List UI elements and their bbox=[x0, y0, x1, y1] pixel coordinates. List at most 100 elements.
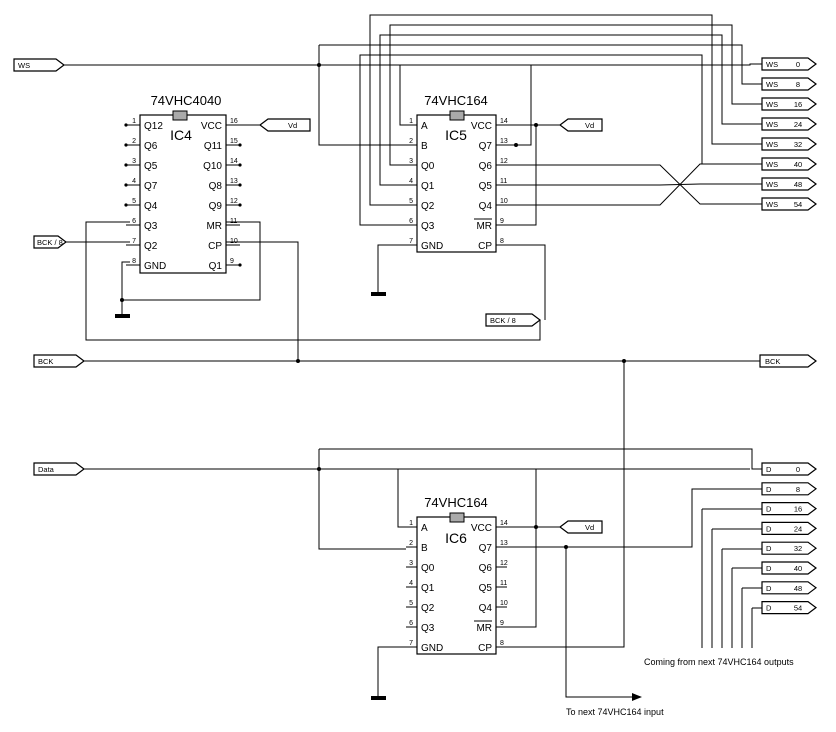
pin-label: Q11 bbox=[204, 141, 223, 152]
tag-value: 32 bbox=[794, 544, 802, 553]
ic4-pin-15: 15 Q11 bbox=[204, 138, 242, 152]
pin-label: Q2 bbox=[421, 201, 435, 212]
tag-value: 54 bbox=[794, 604, 802, 613]
ws-input-label: WS bbox=[18, 61, 30, 70]
tag-value: 48 bbox=[794, 584, 802, 593]
pin-number: 3 bbox=[132, 158, 136, 165]
ic6-pin-7: 7 GND bbox=[406, 640, 443, 654]
pin-label: GND bbox=[144, 261, 166, 272]
pin-number: 16 bbox=[230, 118, 238, 125]
ic5-pin-5: 5 Q2 bbox=[406, 198, 435, 212]
ic5-name: IC5 bbox=[445, 127, 467, 143]
pin-number: 3 bbox=[409, 560, 413, 567]
pin-number: 9 bbox=[230, 258, 234, 265]
pin-label: Q8 bbox=[209, 181, 223, 192]
tag-value: 0 bbox=[796, 465, 800, 474]
pin-label: VCC bbox=[201, 121, 222, 132]
wires bbox=[64, 14, 762, 698]
pin-label: Q3 bbox=[421, 623, 435, 634]
tag-value: 54 bbox=[794, 200, 802, 209]
pin-number: 9 bbox=[500, 218, 504, 225]
ic4-pin-8: 8 GND bbox=[126, 258, 166, 272]
pin-label: Q0 bbox=[421, 563, 435, 574]
ground-symbols bbox=[115, 292, 386, 700]
pin-number: 1 bbox=[409, 118, 413, 125]
tag-name: WS bbox=[766, 120, 778, 129]
pin-number: 6 bbox=[132, 218, 136, 225]
pin-label: Q12 bbox=[144, 121, 163, 132]
tag-name: WS bbox=[766, 80, 778, 89]
ic6-pin-8: 8CP bbox=[478, 640, 507, 654]
pin-number: 10 bbox=[500, 600, 508, 607]
tag-bck8-mid: BCK / 8 bbox=[485, 313, 541, 327]
coming-from-note: Coming from next 74VHC164 outputs bbox=[644, 657, 794, 667]
pin-label: CP bbox=[478, 241, 492, 252]
pin-number: 1 bbox=[409, 520, 413, 527]
ic4-pin-9: 9Q1 bbox=[209, 258, 242, 272]
chip-ic4: 74VHC4040 IC4 bbox=[139, 93, 227, 274]
pin-number: 7 bbox=[409, 640, 413, 647]
pin-number: 12 bbox=[230, 198, 238, 205]
junctions bbox=[120, 63, 626, 549]
pin-number: 5 bbox=[409, 600, 413, 607]
tag-value: 48 bbox=[794, 180, 802, 189]
pin-number: 5 bbox=[409, 198, 413, 205]
pin-label: Q4 bbox=[144, 201, 158, 212]
pin-label: Q6 bbox=[479, 563, 493, 574]
vd-ic5-label: Vd bbox=[585, 121, 594, 130]
tag-name: WS bbox=[766, 60, 778, 69]
pin-number: 14 bbox=[500, 118, 508, 125]
tag-name: WS bbox=[766, 140, 778, 149]
pin-number: 14 bbox=[230, 158, 238, 165]
bck-output-label: BCK bbox=[765, 357, 780, 366]
pin-number: 7 bbox=[409, 238, 413, 245]
tag-name: WS bbox=[766, 180, 778, 189]
pin-label: Q2 bbox=[421, 603, 435, 614]
pin-label: Q3 bbox=[144, 221, 158, 232]
pin-number: 4 bbox=[409, 178, 413, 185]
pin-label: Q6 bbox=[479, 161, 493, 172]
pin-number: 8 bbox=[132, 258, 136, 265]
pin-label: GND bbox=[421, 241, 443, 252]
ic4-pin-6: 6 Q3 bbox=[126, 218, 158, 232]
tag-data-input: Data bbox=[33, 462, 85, 476]
tag-name: WS bbox=[766, 200, 778, 209]
pin-label: GND bbox=[421, 643, 443, 654]
tag-bck-input: BCK bbox=[33, 354, 85, 368]
ic6-pin-3: 3 Q0 bbox=[406, 560, 435, 574]
pin-label: MR bbox=[476, 623, 492, 634]
pin-number: 2 bbox=[409, 138, 413, 145]
pin-number: 10 bbox=[500, 198, 508, 205]
pin-number: 15 bbox=[230, 138, 238, 145]
tag-value: 16 bbox=[794, 505, 802, 514]
tag-name: D bbox=[766, 564, 772, 573]
vd-ic4-label: Vd bbox=[288, 121, 297, 130]
ic4-pin-7: 7 Q2 bbox=[126, 238, 158, 252]
pin-label: Q2 bbox=[144, 241, 158, 252]
ws-tag-54: WS 54 bbox=[761, 197, 817, 211]
ic6-name: IC6 bbox=[445, 530, 467, 546]
pin-label: Q7 bbox=[479, 141, 493, 152]
tag-ws-input: WS bbox=[13, 58, 65, 72]
pin-label: Q7 bbox=[479, 543, 493, 554]
pin-number: 7 bbox=[132, 238, 136, 245]
pin-label: Q5 bbox=[144, 161, 158, 172]
ic5-pin-9: 9MR bbox=[474, 218, 507, 232]
